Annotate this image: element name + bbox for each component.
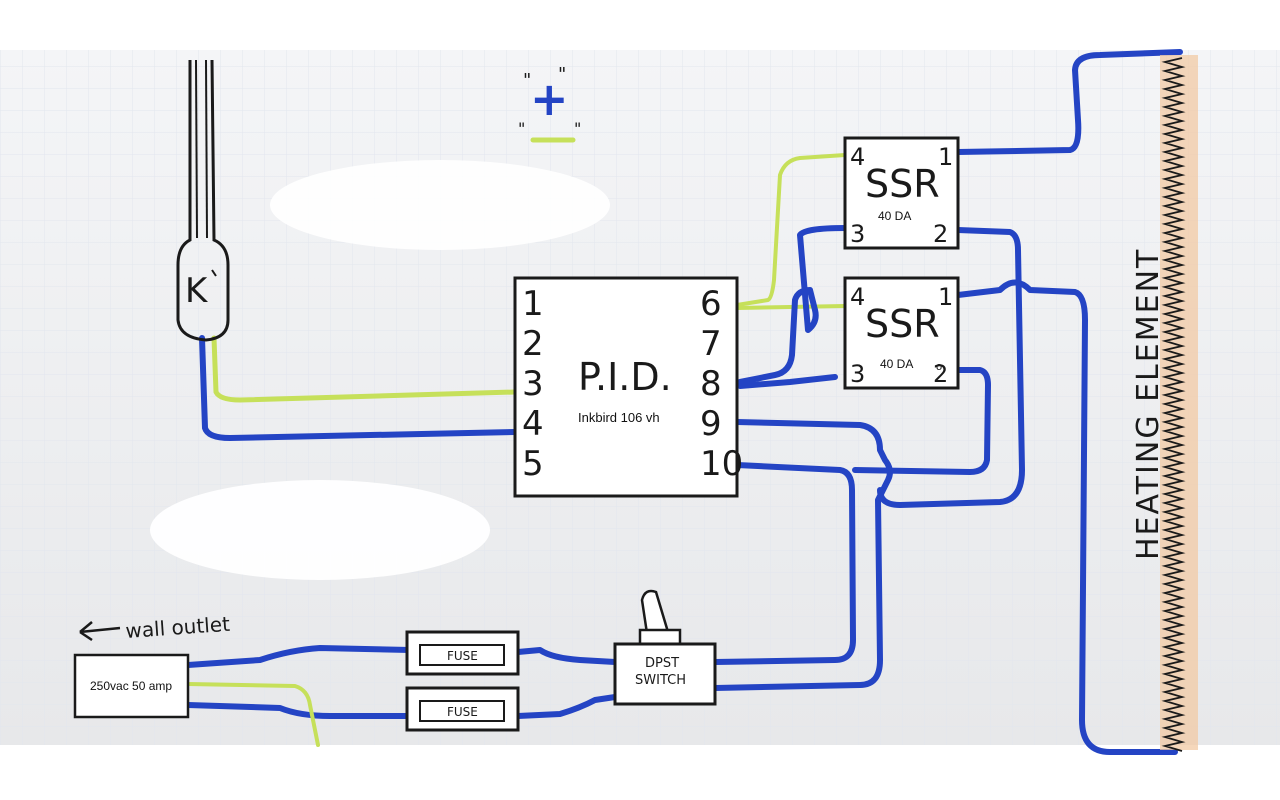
- ssr-top-pin-2: 2: [933, 220, 948, 248]
- svg-text:": ": [558, 64, 566, 85]
- pid-title: P.I.D.: [578, 355, 672, 399]
- wire-fuse1-switch: [515, 647, 618, 665]
- ssr-bottom-title: SSR: [865, 302, 940, 346]
- wire-tc-blue: [199, 335, 518, 441]
- ssr-top[interactable]: SSR 40 DA 4 1 3 2: [843, 136, 960, 250]
- ssr-bottom-mark: o: [936, 361, 942, 373]
- wire-6-ssr-top: [735, 153, 847, 307]
- thermocouple-probe[interactable]: K: [176, 59, 230, 342]
- pid-pin-8: 8: [700, 364, 722, 404]
- pid-pin-9: 9: [700, 404, 722, 444]
- wire-8-ssr-top: [737, 225, 848, 385]
- plus-sign: +: [530, 72, 569, 126]
- toggle-lever-icon: [640, 589, 670, 641]
- wire-ssr-top-element: [955, 49, 1183, 155]
- top-margin: [0, 0, 1280, 50]
- thermocouple-label: K: [185, 271, 209, 311]
- svg-text:": ": [574, 119, 581, 138]
- pid-pin-5: 5: [522, 444, 544, 484]
- element-coil: [1161, 57, 1186, 752]
- ssr-bottom-rating: 40 DA: [880, 357, 913, 371]
- pid-pin-6: 6: [700, 284, 722, 324]
- heating-element-label: HEATING ELEMENT: [1131, 248, 1166, 560]
- ssr-bottom-pin-1: 1: [938, 283, 953, 311]
- erased-patch: [150, 480, 490, 580]
- wire-outlet-fuse-1: [185, 645, 413, 668]
- wire-ground: [186, 682, 320, 747]
- fuse-2[interactable]: FUSE: [405, 686, 520, 732]
- wires: [185, 49, 1183, 755]
- dpst-switch[interactable]: DPST SWITCH: [613, 589, 717, 706]
- wire-tc-green: [211, 335, 518, 403]
- wire-6-ssr-bottom: [735, 304, 847, 310]
- ssr-top-rating: 40 DA: [878, 209, 911, 223]
- pid-pin-10: 10: [700, 444, 743, 484]
- fuse-2-label: FUSE: [447, 705, 478, 719]
- wire-ssr-top-2: [877, 227, 1025, 508]
- bottom-margin: [0, 745, 1280, 800]
- polarity-marks: " " + " ": [518, 64, 581, 143]
- pid-pin-4: 4: [522, 404, 544, 444]
- ssr-top-pin-1: 1: [938, 143, 953, 171]
- svg-text:": ": [523, 70, 531, 91]
- pid-pin-3: 3: [522, 364, 544, 404]
- switch-line-1: DPST: [645, 656, 679, 671]
- wire-outlet-fuse-2: [185, 702, 413, 719]
- outlet-arrow-icon: [79, 621, 121, 642]
- ssr-bottom-pin-3: 3: [850, 360, 865, 388]
- pid-pin-7: 7: [700, 324, 722, 364]
- svg-text:": ": [518, 119, 525, 138]
- fuse-1-label: FUSE: [447, 649, 478, 663]
- ssr-top-pin-4: 4: [850, 143, 865, 171]
- wire-ssr-bottom-element: [955, 279, 1178, 755]
- ssr-top-pin-3: 3: [850, 220, 865, 248]
- wire-10-switch: [712, 462, 856, 665]
- wire-ssr-bottom-2: [852, 367, 991, 475]
- switch-line-2: SWITCH: [635, 673, 686, 688]
- wire-8-ssr-bottom: [737, 374, 838, 389]
- wire-fuse2-switch: [515, 694, 618, 719]
- erased-patch: [270, 160, 610, 250]
- ssr-bottom-pin-2: 2: [933, 360, 948, 388]
- ssr-top-title: SSR: [865, 162, 940, 206]
- fuse-1[interactable]: FUSE: [405, 630, 520, 676]
- ssr-bottom[interactable]: SSR 40 DA o 4 1 3 2: [843, 276, 960, 390]
- ssr-bottom-pin-4: 4: [850, 283, 865, 311]
- pid-model: Inkbird 106 vh: [578, 410, 660, 425]
- heating-element[interactable]: HEATING ELEMENT: [1131, 55, 1198, 752]
- pid-pin-2: 2: [522, 324, 544, 364]
- pid-pin-1: 1: [522, 284, 544, 324]
- outlet-rating: 250vac 50 amp: [90, 679, 172, 693]
